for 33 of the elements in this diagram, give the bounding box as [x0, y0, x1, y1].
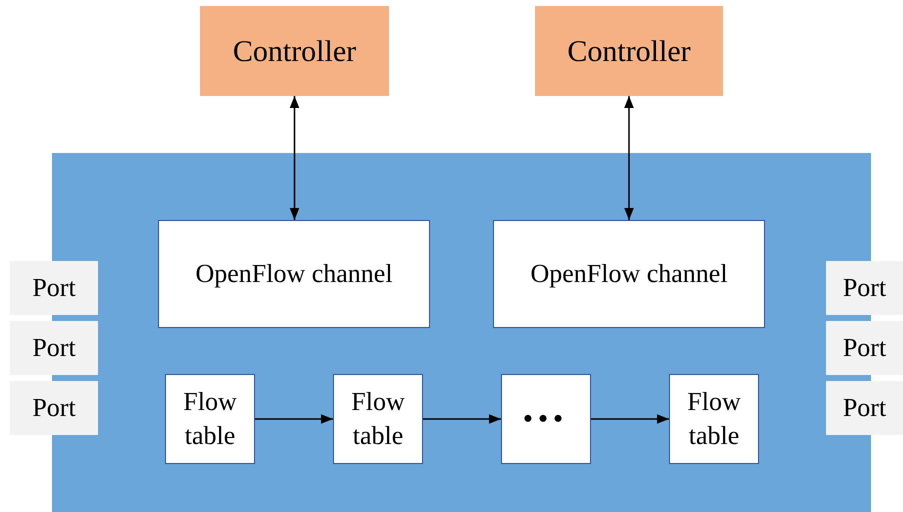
port-box — [10, 261, 98, 315]
node-label: OpenFlow channel — [530, 258, 728, 290]
node-label: Controller — [232, 34, 356, 70]
node-label: Port — [32, 392, 76, 424]
table-box — [669, 374, 759, 464]
channel-box — [493, 220, 765, 328]
node-label: Port — [32, 272, 76, 304]
node-label: Flow table — [686, 386, 742, 452]
ellipsis-text: ••• — [523, 403, 569, 436]
arrow — [255, 414, 333, 424]
node-label: OpenFlow channel — [195, 258, 393, 290]
node-label: Port — [842, 332, 886, 364]
node-label: Port — [842, 392, 886, 424]
table-box — [165, 374, 255, 464]
node-label: Flow table — [350, 386, 406, 452]
node-label: Flow table — [182, 386, 238, 452]
channel-box — [158, 220, 430, 328]
table-box — [333, 374, 423, 464]
arrow — [423, 414, 501, 424]
arrow — [591, 414, 669, 424]
port-box — [10, 321, 98, 375]
port-box — [826, 261, 903, 315]
port-box — [826, 321, 903, 375]
node-label: Port — [32, 332, 76, 364]
controller-box — [200, 6, 389, 96]
port-box — [826, 381, 903, 435]
node-label: Controller — [567, 34, 691, 70]
table-box — [501, 374, 591, 464]
port-box — [10, 381, 98, 435]
node-label: Port — [842, 272, 886, 304]
arrow — [290, 96, 300, 220]
controller-box — [535, 6, 723, 96]
arrow — [624, 96, 634, 220]
